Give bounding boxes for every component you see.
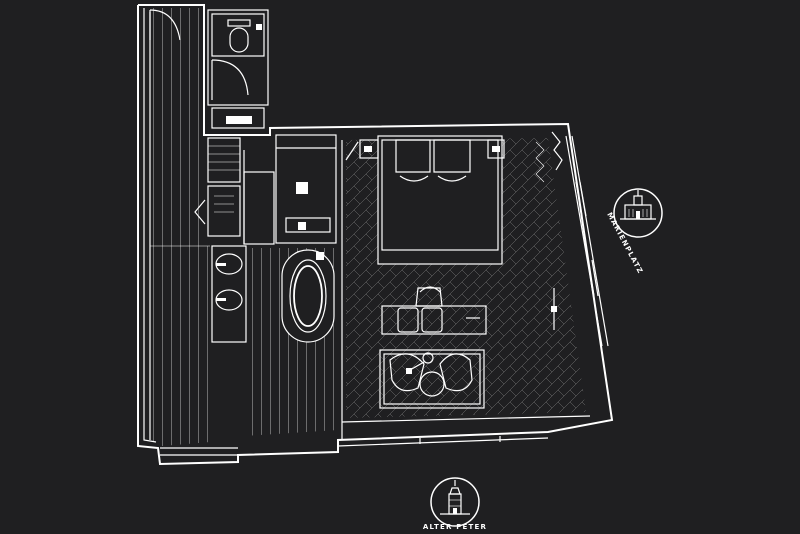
lounge-area <box>379 349 485 409</box>
entrance-door <box>149 9 181 41</box>
wc-room <box>207 9 269 129</box>
landmark-label-alter-peter: ALTER PETER <box>423 523 487 531</box>
window-bottom <box>337 431 549 447</box>
bed <box>345 135 505 265</box>
shower-zone <box>275 134 337 244</box>
landmark-marienplatz: MARIENPLATZ <box>605 188 663 275</box>
wardrobe <box>194 137 275 245</box>
church-tower-icon <box>440 480 470 515</box>
svg-text:ALTER PETER: ALTER PETER <box>423 523 487 531</box>
bathroom <box>211 245 338 436</box>
window-right <box>551 135 609 347</box>
desk <box>381 286 487 335</box>
town-hall-icon <box>620 190 656 220</box>
curtain <box>535 131 563 183</box>
landmark-alter-peter: ALTER PETER <box>423 477 487 531</box>
corridor-floor <box>148 8 238 456</box>
